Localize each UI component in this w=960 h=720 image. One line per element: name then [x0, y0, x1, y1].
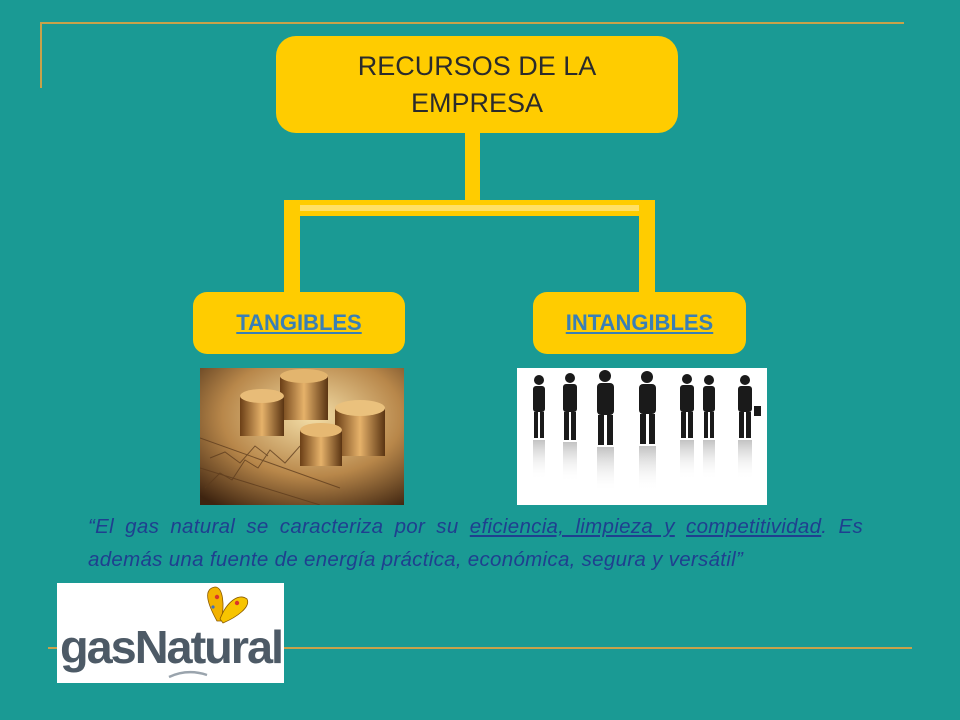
root-node-label: RECURSOS DE LA EMPRESA — [357, 50, 597, 118]
people-photo — [517, 368, 767, 505]
left-rule — [40, 22, 42, 88]
quote-link-efficiency[interactable]: eficiencia, limpieza y — [469, 515, 675, 538]
quote-text: “El gas natural se caracteriza por su ef… — [88, 510, 863, 576]
connector-horizontal-inner — [292, 205, 647, 211]
quote-part1: El gas natural se caracteriza por su — [95, 515, 470, 538]
connector-vertical-left — [284, 200, 300, 294]
tangibles-link[interactable]: TANGIBLES — [236, 310, 362, 335]
quote-link-competitiveness[interactable]: competitividad — [686, 515, 822, 538]
intangibles-link[interactable]: INTANGIBLES — [565, 310, 714, 335]
connector-vertical-root — [465, 133, 480, 203]
butterfly-icon — [207, 586, 249, 624]
top-rule — [40, 22, 904, 24]
bottom-rule — [48, 647, 912, 649]
tangibles-node[interactable]: TANGIBLES — [193, 292, 405, 354]
root-node: RECURSOS DE LA EMPRESA — [276, 36, 678, 133]
quote-close-mark: ” — [736, 548, 744, 571]
gas-natural-logo: gasNatural — [57, 583, 284, 683]
intangibles-node[interactable]: INTANGIBLES — [533, 292, 746, 354]
logo-text: gasNatural — [60, 621, 282, 673]
connector-vertical-right — [639, 200, 655, 294]
coins-photo — [200, 368, 404, 505]
quote-space — [675, 515, 686, 538]
quote-open-mark: “ — [88, 515, 96, 538]
quote-part2: . Es además una fuente de energía prácti… — [88, 515, 864, 571]
